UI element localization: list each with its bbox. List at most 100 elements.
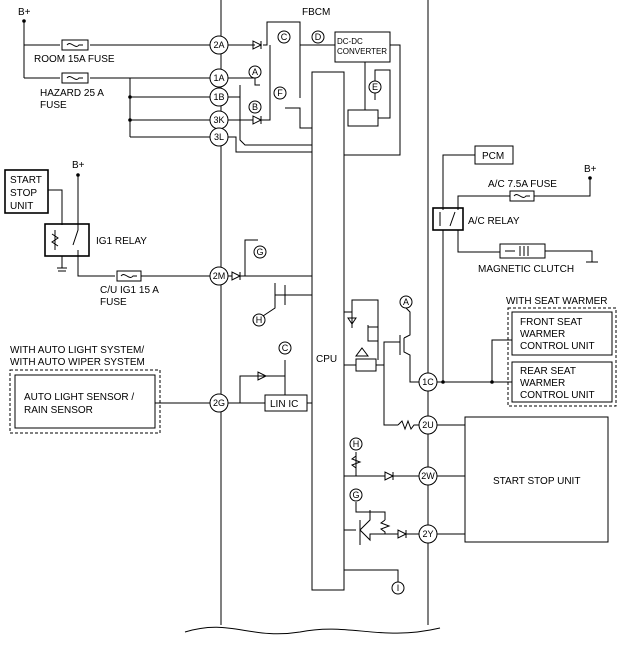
svg-text:2Y: 2Y <box>422 529 433 539</box>
pin-2y: 2Y <box>418 524 438 544</box>
internal-relay <box>347 69 391 127</box>
pin-3k: 3K <box>209 110 229 130</box>
svg-text:STOP: STOP <box>10 188 37 199</box>
internal-2w-wiring <box>344 452 419 481</box>
cpu-label: CPU <box>316 354 337 365</box>
svg-text:B: B <box>252 102 258 112</box>
internal-top-wiring <box>228 21 401 156</box>
ref-a-top: A <box>248 65 262 79</box>
svg-text:START: START <box>10 175 42 186</box>
svg-text:1C: 1C <box>422 377 434 387</box>
svg-text:WARMER: WARMER <box>520 378 565 389</box>
svg-text:WARMER: WARMER <box>520 329 565 340</box>
lin-ic: LIN IC <box>228 360 312 412</box>
pin-1a: 1A <box>209 68 229 88</box>
magnetic-clutch-icon <box>499 243 598 263</box>
room-fuse-label: ROOM 15A FUSE <box>34 54 115 65</box>
ref-c-top: C <box>277 30 291 44</box>
pin-1c: 1C <box>418 372 438 392</box>
fbcm-title: FBCM <box>302 7 330 18</box>
ac-relay-label: A/C RELAY <box>468 216 520 227</box>
svg-text:CONTROL UNIT: CONTROL UNIT <box>520 341 595 352</box>
svg-text:3K: 3K <box>213 115 224 125</box>
svg-text:H: H <box>256 315 263 325</box>
bplus-top-left: B+ <box>18 7 210 79</box>
cu-fuse-icon <box>116 270 210 282</box>
svg-text:A: A <box>403 297 409 307</box>
svg-text:C: C <box>281 32 288 42</box>
internal-right-wiring <box>344 299 419 431</box>
svg-text:PCM: PCM <box>482 151 504 162</box>
pin-2g: 2G <box>209 393 229 413</box>
ref-h-2w: H <box>349 437 363 451</box>
pin-1b: 1B <box>209 87 229 107</box>
hazard-fuse-label-1: HAZARD 25 A <box>40 88 104 99</box>
auto-sensor-box: AUTO LIGHT SENSOR / RAIN SENSOR <box>14 374 156 429</box>
svg-text:H: H <box>353 439 360 449</box>
ac-relay-icon <box>432 207 500 382</box>
svg-text:RAIN SENSOR: RAIN SENSOR <box>24 405 93 416</box>
room-fuse-icon <box>61 39 89 51</box>
ref-g-2y: G <box>349 488 363 502</box>
ref-f-top: F <box>273 86 287 100</box>
svg-text:A: A <box>252 67 258 77</box>
with-auto-label-1: WITH AUTO LIGHT SYSTEM/ <box>10 345 144 356</box>
ref-c-lin: C <box>278 341 292 355</box>
svg-text:2A: 2A <box>213 40 224 50</box>
pin-2a: 2A <box>209 35 229 55</box>
svg-text:AUTO LIGHT SENSOR /: AUTO LIGHT SENSOR / <box>24 392 134 403</box>
with-auto-label-2: WITH AUTO WIPER SYSTEM <box>10 357 145 368</box>
ac-fuse-icon <box>457 178 591 210</box>
pin-2u: 2U <box>418 415 438 435</box>
svg-text:LIN IC: LIN IC <box>270 399 298 410</box>
svg-text:REAR SEAT: REAR SEAT <box>520 366 576 377</box>
pcm-box: PCM <box>442 145 514 210</box>
svg-text:FRONT SEAT: FRONT SEAT <box>520 317 582 328</box>
svg-text:CONVERTER: CONVERTER <box>337 47 387 56</box>
svg-text:START STOP UNIT: START STOP UNIT <box>493 476 580 487</box>
ac-fuse-label: A/C 7.5A FUSE <box>488 179 557 190</box>
ref-d-top: D <box>311 30 325 44</box>
svg-text:2U: 2U <box>422 420 434 430</box>
cu-fuse-label-2: FUSE <box>100 297 127 308</box>
hazard-fuse-label-2: FUSE <box>40 100 67 111</box>
svg-text:B+: B+ <box>18 7 31 18</box>
svg-text:D: D <box>315 32 322 42</box>
ref-e-top: E <box>368 80 382 94</box>
svg-text:UNIT: UNIT <box>10 201 33 212</box>
rear-seat-warmer-box: REAR SEAT WARMER CONTROL UNIT <box>511 361 613 403</box>
ref-a-right: A <box>399 295 413 309</box>
auto-sensor-dashed <box>9 369 161 434</box>
bplus-ig1: B+ <box>72 160 85 171</box>
svg-text:G: G <box>352 490 359 500</box>
svg-text:1A: 1A <box>213 73 224 83</box>
magnetic-clutch-label: MAGNETIC CLUTCH <box>478 264 574 275</box>
ref-g-2m: G <box>253 245 267 259</box>
dcdc-converter: DC-DC CONVERTER <box>334 31 391 63</box>
svg-text:I: I <box>397 583 400 593</box>
svg-text:2G: 2G <box>213 398 225 408</box>
bplus-right: B+ <box>584 164 597 175</box>
svg-text:3L: 3L <box>214 132 224 142</box>
pin-2w: 2W <box>418 466 438 486</box>
start-stop-unit-left: START STOP UNIT <box>4 169 63 225</box>
ref-h-2m: H <box>252 313 266 327</box>
svg-text:G: G <box>256 247 263 257</box>
svg-text:E: E <box>372 82 378 92</box>
svg-text:DC-DC: DC-DC <box>337 37 363 46</box>
internal-2y-wiring <box>344 502 419 582</box>
svg-text:2W: 2W <box>421 471 435 481</box>
ig1-relay-label: IG1 RELAY <box>96 236 147 247</box>
ig1-relay-icon <box>44 175 115 277</box>
pin-2m: 2M <box>209 266 229 286</box>
front-seat-warmer-box: FRONT SEAT WARMER CONTROL UNIT <box>511 311 613 356</box>
svg-text:2M: 2M <box>213 271 226 281</box>
cpu-block <box>311 71 345 591</box>
ref-i-bottom: I <box>391 581 405 595</box>
with-seat-warmer-label: WITH SEAT WARMER <box>506 296 607 307</box>
start-stop-unit-right: START STOP UNIT <box>437 416 609 543</box>
pin-3l: 3L <box>209 127 229 147</box>
svg-text:F: F <box>277 88 283 98</box>
svg-text:CONTROL UNIT: CONTROL UNIT <box>520 390 595 401</box>
